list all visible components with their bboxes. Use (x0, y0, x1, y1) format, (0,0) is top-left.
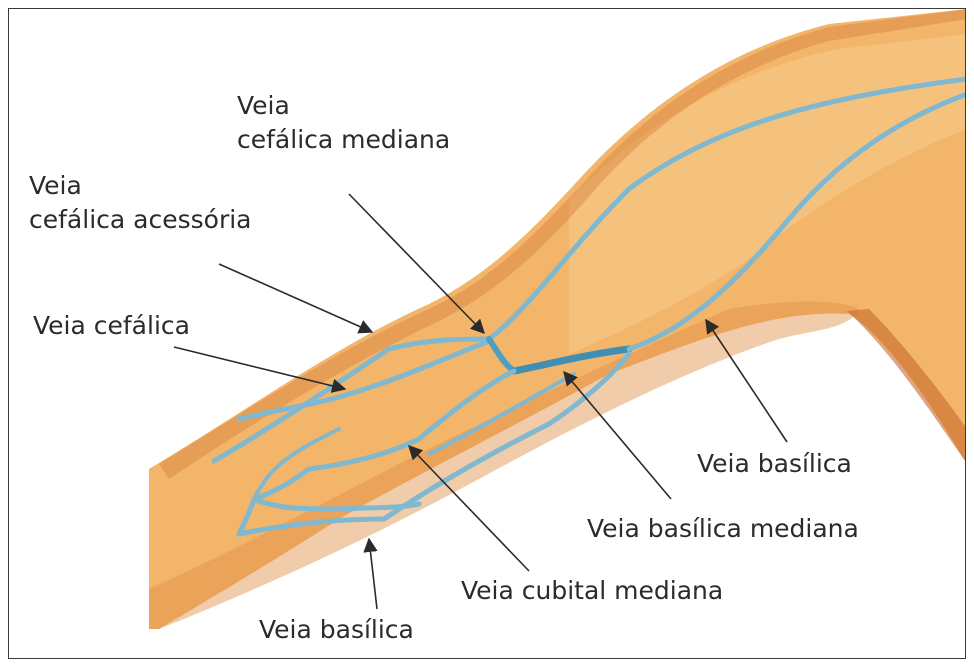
label-veia-basilica-right: Veia basílica (697, 447, 852, 481)
pointer-basilica-bottom (369, 539, 377, 609)
figure-frame: Veia cefálica mediana Veia cefálica aces… (8, 8, 966, 659)
label-veia-cefalica-mediana: Veia cefálica mediana (237, 89, 450, 157)
label-veia-cubital-mediana: Veia cubital mediana (461, 574, 723, 608)
label-veia-cefalica-mediana-line1: Veia (237, 89, 450, 123)
label-veia-basilica-mediana: Veia basílica mediana (587, 512, 859, 546)
label-veia-cefalica-acessoria-line1: Veia (29, 169, 252, 203)
label-veia-cefalica: Veia cefálica (33, 309, 190, 343)
label-veia-cefalica-acessoria: Veia cefálica acessória (29, 169, 252, 237)
pointer-cefalica-acessoria (219, 264, 372, 332)
label-veia-basilica-bottom: Veia basílica (259, 613, 414, 647)
label-veia-cefalica-mediana-line2: cefálica mediana (237, 123, 450, 157)
label-veia-cefalica-acessoria-line2: cefálica acessória (29, 203, 252, 237)
